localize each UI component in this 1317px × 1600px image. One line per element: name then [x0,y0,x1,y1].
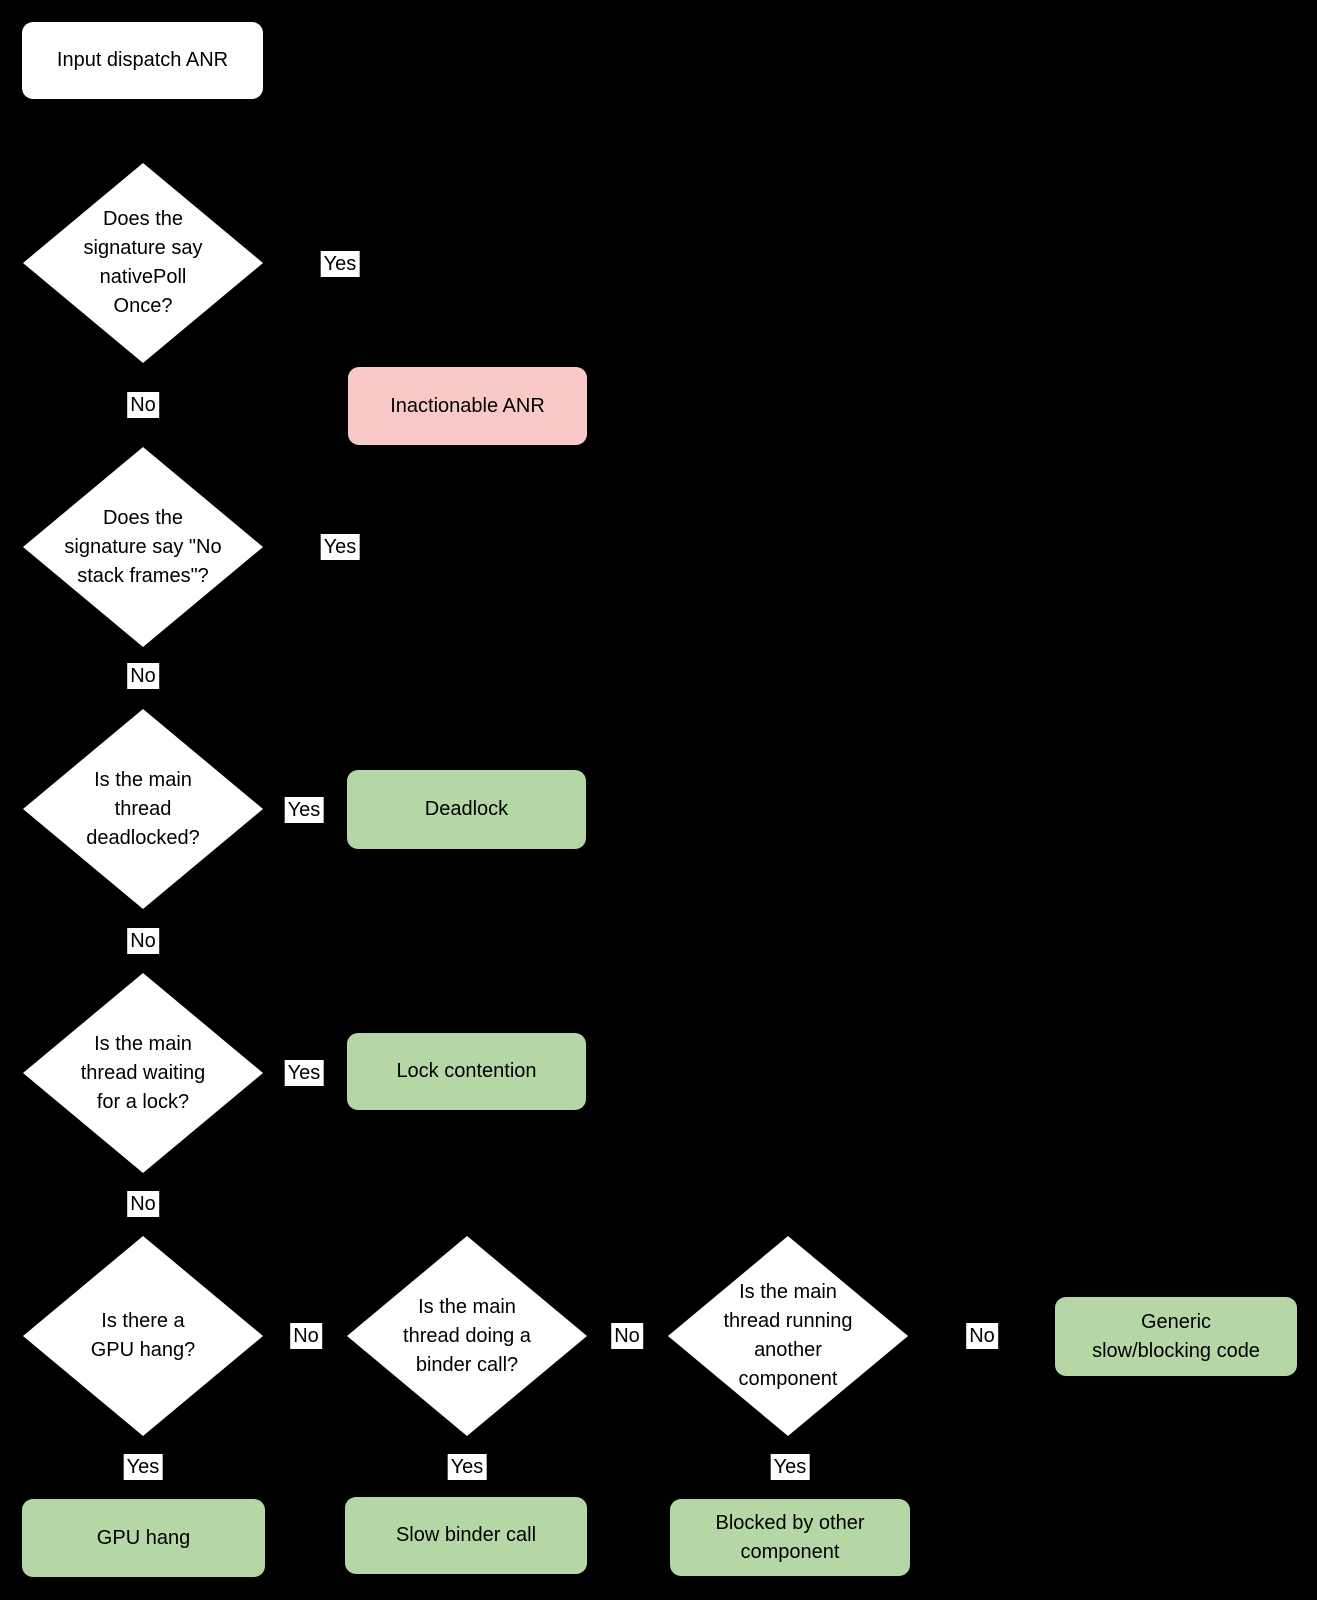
node-input-dispatch-anr: Input dispatch ANR [22,22,263,99]
node-question-binder-call: Is the main thread doing a binder call? [347,1236,587,1436]
node-question-no-stack-frames: Does the signature say "No stack frames"… [23,447,263,647]
node-result-generic-slow-blocking-code: Generic slow/blocking code [1055,1297,1297,1376]
node-result-slow-binder-call: Slow binder call [345,1497,587,1574]
node-question-main-thread-deadlocked-label: Is the main thread deadlocked? [86,768,200,849]
node-question-gpu-hang: Is there a GPU hang? [23,1236,263,1436]
node-question-waiting-for-lock-label: Is the main thread waiting for a lock? [80,1032,206,1113]
node-question-native-poll-once: Does the signature say nativePoll Once? [23,163,263,363]
edge-label-lock-yes: Yes [284,1060,324,1086]
node-result-blocked-by-other-component-label: Blocked by other component [715,1511,865,1563]
node-result-gpu-hang-label: GPU hang [96,1526,191,1549]
edge-label-binder-no: No [611,1323,643,1349]
edge-label-no-stack-no: No [127,663,159,689]
edge-label-binder-yes: Yes [447,1454,487,1480]
node-result-generic-slow-blocking-code-label: Generic slow/blocking code [1092,1310,1260,1362]
node-result-deadlock: Deadlock [347,770,586,849]
node-result-gpu-hang: GPU hang [22,1499,265,1577]
edge-label-native-poll-no: No [127,392,159,418]
node-result-deadlock-label: Deadlock [424,798,509,820]
edge-label-deadlock-no: No [127,928,159,954]
edge-label-no-stack-yes: Yes [320,534,360,560]
node-input-dispatch-anr-label: Input dispatch ANR [56,49,229,71]
edge-label-gpu-no: No [290,1323,322,1349]
edge-label-native-poll-yes: Yes [320,251,360,277]
node-question-binder-call-label: Is the main thread doing a binder call? [403,1295,531,1376]
edge-label-component-no: No [966,1323,998,1349]
node-question-running-another-component-label: Is the main thread running another compo… [723,1281,853,1390]
edge-label-deadlock-yes: Yes [284,797,324,823]
node-question-waiting-for-lock: Is the main thread waiting for a lock? [23,973,263,1173]
node-result-lock-contention-label: Lock contention [396,1060,537,1082]
node-result-blocked-by-other-component: Blocked by other component [670,1499,910,1576]
edge-label-gpu-yes: Yes [123,1454,163,1480]
node-result-inactionable-anr-label: Inactionable ANR [390,394,545,417]
node-question-no-stack-frames-label: Does the signature say "No stack frames"… [64,506,222,587]
node-result-inactionable-anr: Inactionable ANR [348,367,587,445]
node-question-gpu-hang-label: Is there a GPU hang? [90,1310,196,1361]
node-result-slow-binder-call-label: Slow binder call [395,1524,537,1546]
node-question-main-thread-deadlocked: Is the main thread deadlocked? [23,709,263,909]
node-question-running-another-component: Is the main thread running another compo… [668,1236,908,1436]
edge-label-component-yes: Yes [770,1454,810,1480]
node-question-native-poll-once-label: Does the signature say nativePoll Once? [83,208,203,317]
node-result-lock-contention: Lock contention [347,1033,586,1110]
edge-label-lock-no: No [127,1191,159,1217]
